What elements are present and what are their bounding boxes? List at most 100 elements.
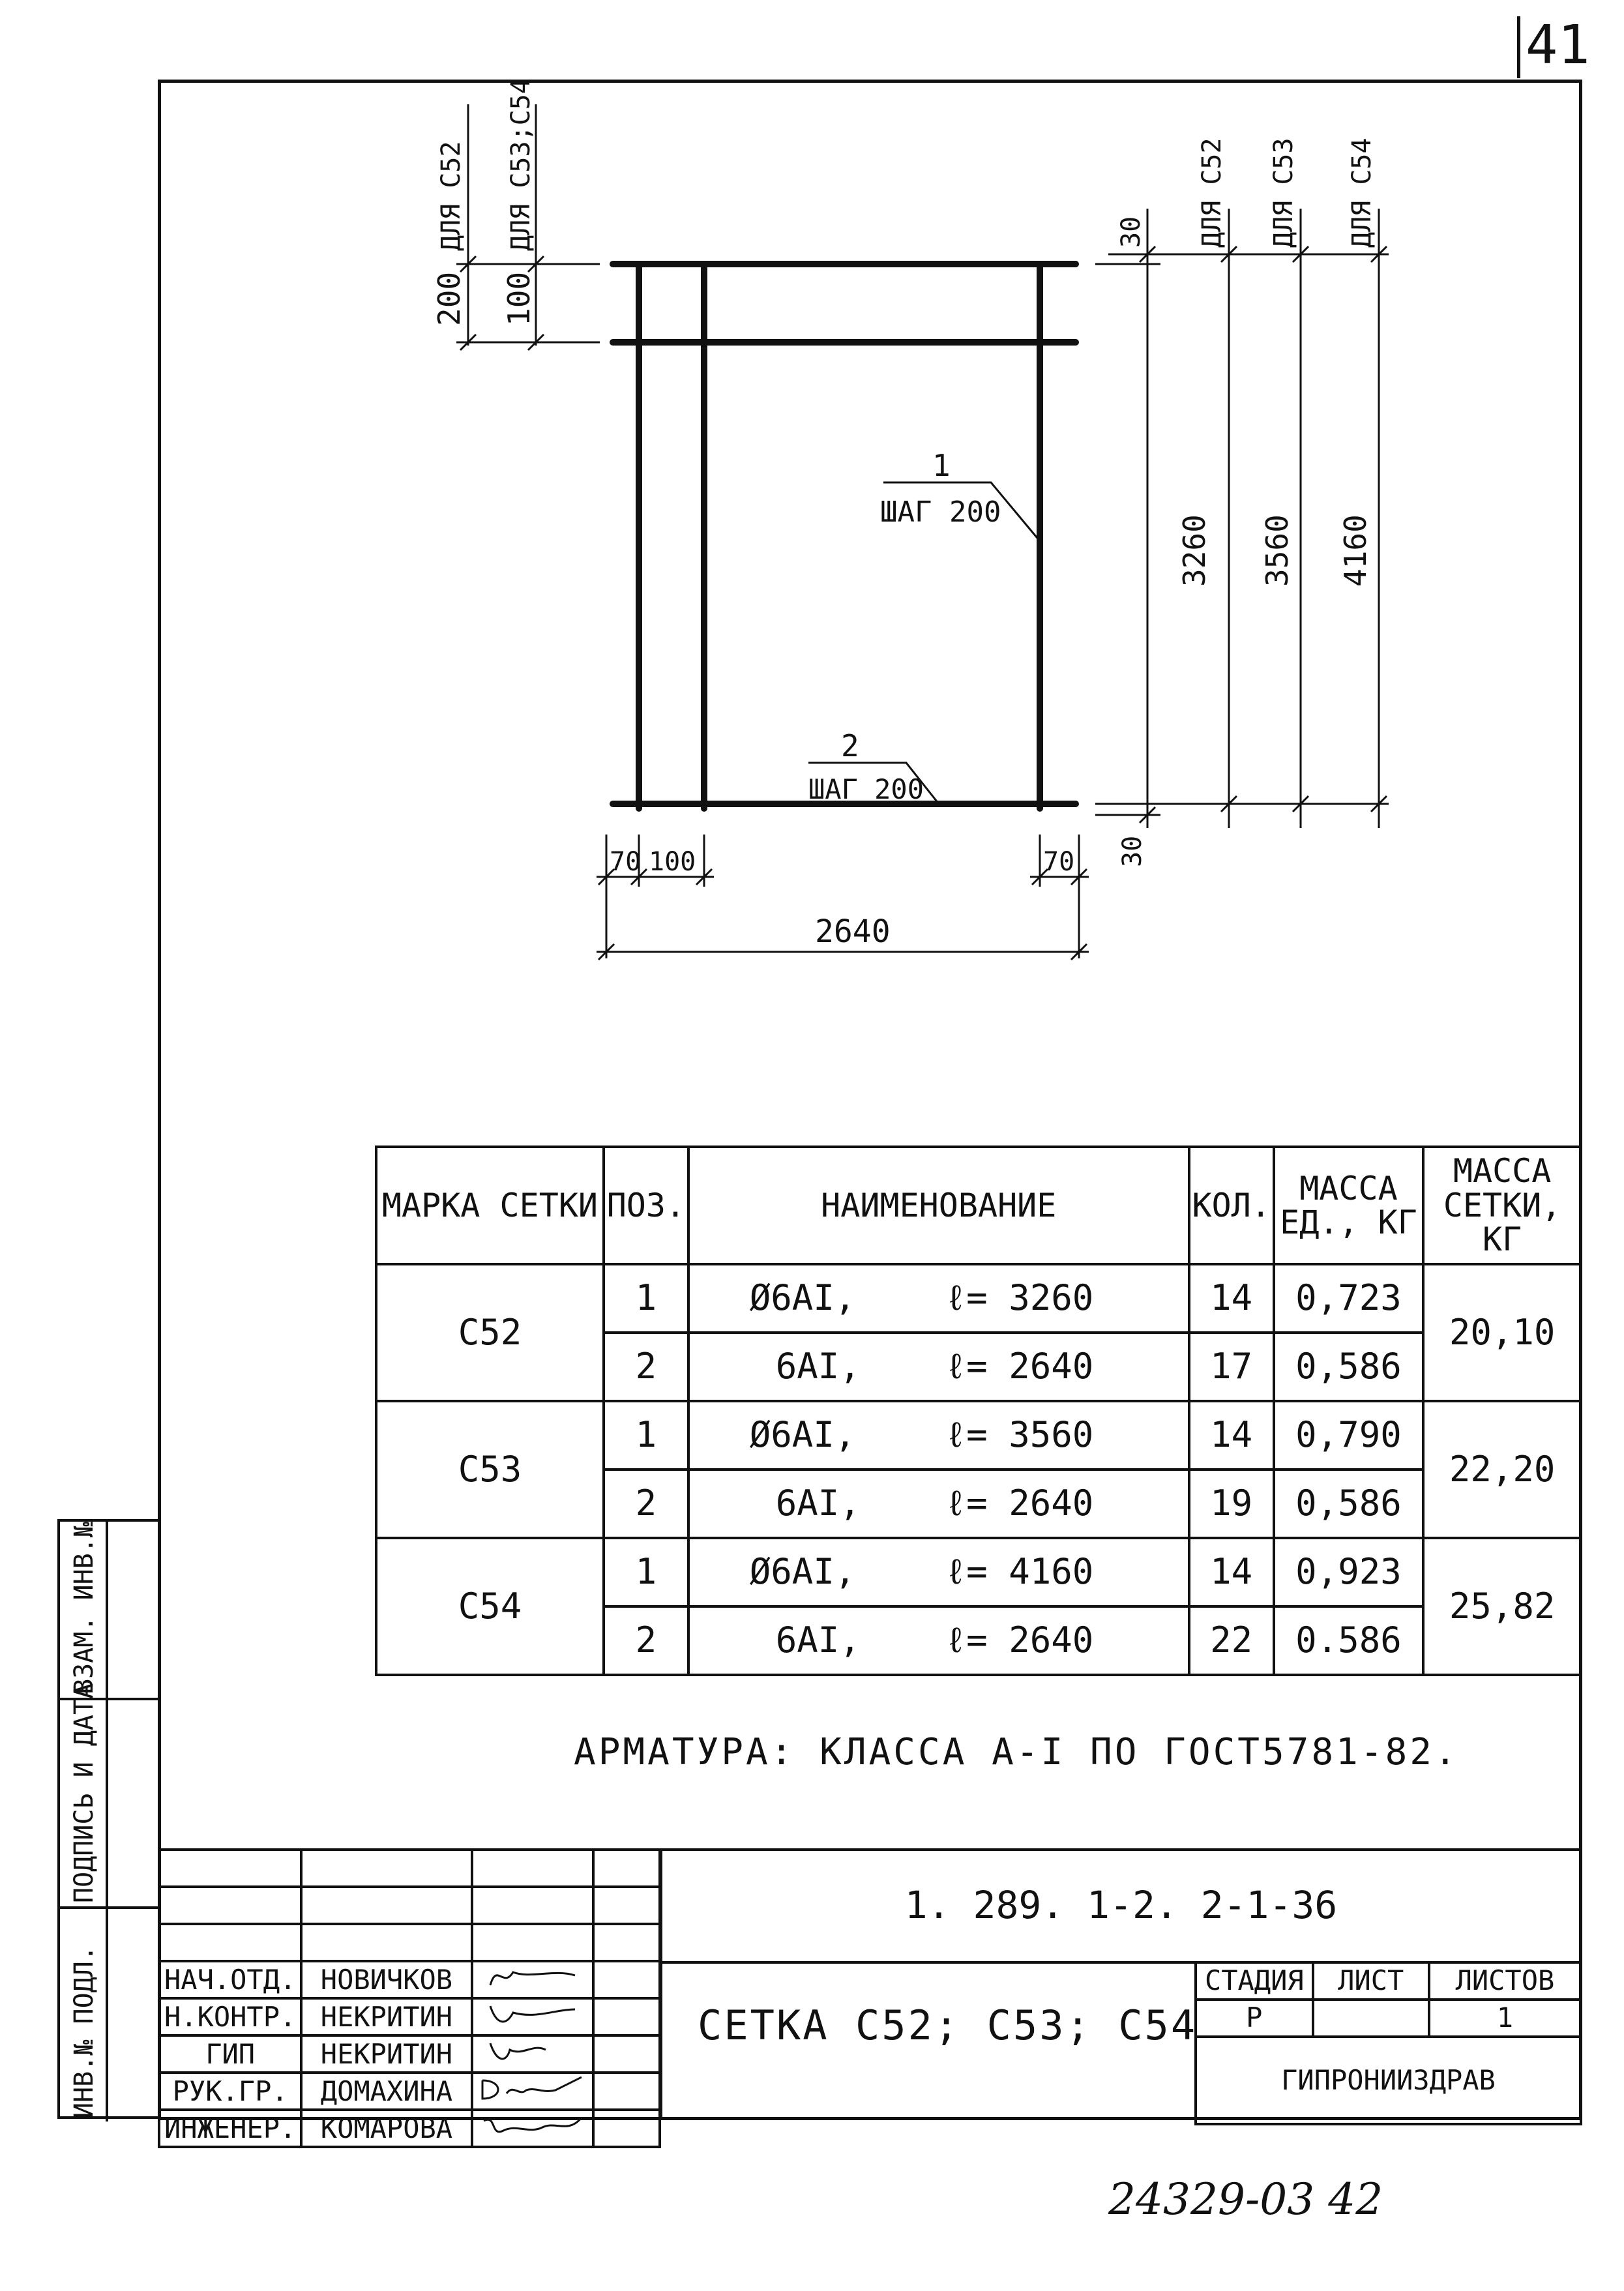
role-cell: Н.КОНТР. [157,1997,303,2037]
qty-cell: 22 [1187,1605,1275,1676]
signature-cell [470,2034,595,2075]
dim-70-right: 70 [1043,847,1074,877]
table-row: С54 1 Ø6AI,ℓ= 4160 14 0,923 25,82 [375,1537,1582,1676]
pos-cell: 2 [602,1605,690,1676]
sheets-value: 1 [1427,1998,1583,2038]
mass-cell: 0.586 [1272,1605,1425,1676]
mass-cell: 0,790 [1272,1400,1425,1471]
sheet-header: ЛИСТ [1311,1961,1430,2001]
sheet-number-divider [1517,16,1520,78]
name-cell: НЕКРИТИН [300,1997,473,2037]
drawing-frame [158,80,1582,2120]
bar-length: ℓ= 2640 [945,1483,1094,1524]
signature-mark [482,2117,582,2133]
dim-2640: 2640 [815,913,891,950]
dim-3260: 3260 [1177,514,1212,587]
drawing-code: 1. 289. 1-2. 2-1-36 [904,1883,1338,1927]
signature-mark [489,2005,575,2023]
header-pos: ПОЗ. [602,1146,690,1265]
bar-length: ℓ= 2640 [945,1346,1094,1387]
bar-spec: 6AI, [775,1619,861,1661]
title-block-top-line [158,1848,1582,1851]
archive-number: 24329-03 42 [1108,2174,1383,2224]
vlabel-c54: ДЛЯ С54 [1347,138,1377,248]
table-row: 2 6AI,ℓ= 2640 22 0.586 [376,1605,1581,1676]
header-name: НАИМЕНОВАНИЕ [687,1146,1190,1265]
role-cell: ГИП [157,2034,303,2075]
dim-100-bottom: 100 [649,847,696,877]
pos2-step: ШАГ 200 [808,773,924,805]
pos-cell: 1 [602,1263,690,1334]
dim-4160: 4160 [1338,514,1373,587]
sheet-title: СЕТКА С52; С53; С54 [698,2002,1198,2049]
mass-cell: 0,923 [1272,1537,1425,1608]
dim-70-left: 70 [610,847,641,877]
label-for-c53-c54-top: ДЛЯ С53;С54 [506,78,536,251]
total-mass-cell: 20,10 [1422,1263,1582,1402]
signature-cell [470,2108,595,2149]
side-stamp: ВЗАМ. ИНВ.№ ПОДПИСЬ И ДАТА ИНВ.№ ПОДЛ. [57,1519,160,2121]
name-cell: 6AI, ℓ= 2640 [687,1468,1190,1539]
name-cell: НЕКРИТИН [300,2034,473,2075]
stamp-vertical-divider [660,1848,662,2120]
stage-value: Р [1194,1998,1314,2038]
name-cell: 6AI,ℓ= 2640 [687,1331,1190,1402]
mark-cell: С54 [375,1537,605,1676]
qty-cell: 17 [1187,1331,1275,1402]
bar-length: ℓ= 3260 [945,1277,1094,1319]
header-qty: КОЛ. [1187,1146,1275,1265]
pos-cell: 2 [602,1468,690,1539]
dim-100-top: 100 [501,272,537,326]
signature-row: Н.КОНТР.НЕКРИТИН [157,1997,662,2037]
role-cell: ИНЖЕНЕР. [157,2108,303,2149]
mark-cell: С53 [375,1400,605,1539]
bar-spec: Ø6AI, [749,1277,856,1319]
sheets-header: ЛИСТОВ [1427,1961,1583,2001]
signature-cell [470,1959,595,2000]
code-divider [660,1961,1582,1964]
bar-spec: Ø6AI, [749,1551,856,1593]
specification-table: МАРКА СЕТКИ ПОЗ. НАИМЕНОВАНИЕ КОЛ. МАССА… [375,1146,1582,1676]
role-cell: НАЧ.ОТД. [157,1959,303,2000]
mesh-drawing: 200 100 ДЛЯ С52 ДЛЯ С53;С54 30 ДЛЯ С52 Д… [432,78,1389,961]
organization-name: ГИПРОНИИЗДРАВ [1194,2035,1582,2125]
table-row: 2 6AI,ℓ= 2640 17 0,586 [376,1331,1581,1402]
qty-cell: 14 [1187,1537,1275,1608]
pos2-number: 2 [841,728,859,763]
signature-row: НАЧ.ОТД.НОВИЧКОВ [157,1959,662,2000]
code-cell: 1. 289. 1-2. 2-1-36 [660,1848,1582,1962]
pos-cell: 2 [602,1331,690,1402]
bar-length: ℓ= 3560 [945,1414,1094,1456]
name-cell: Ø6AI,ℓ= 4160 [687,1537,1190,1608]
mass-cell: 0,586 [1272,1468,1425,1539]
pos1-number: 1 [932,448,951,483]
signature-row: РУК.ГР.ДОМАХИНА [157,2071,662,2112]
name-cell: Ø6AI, ℓ= 3260 [687,1263,1190,1334]
signature-row: ИНЖЕНЕР.КОМАРОВА [157,2108,662,2149]
vlabel-c53: ДЛЯ С53 [1269,138,1299,248]
pos-cell: 1 [602,1400,690,1471]
role-cell: РУК.ГР. [157,2071,303,2112]
bar-spec: 6AI, [775,1483,861,1524]
side-label-inv-podl: ИНВ.№ ПОДЛ. [69,1945,99,2118]
name-cell: Ø6AI, ℓ= 3560 [687,1400,1190,1471]
pos-cell: 1 [602,1537,690,1608]
sheet-number: 41 [1526,14,1590,76]
dim-30-bottom: 30 [1117,836,1147,867]
qty-cell: 19 [1187,1468,1275,1539]
total-mass-cell: 22,20 [1422,1400,1582,1539]
dim-3560: 3560 [1260,514,1295,587]
sheet-value [1311,1998,1430,2038]
signature-mark [489,2043,546,2060]
mass-cell: 0,586 [1272,1331,1425,1402]
name-cell: КОМАРОВА [300,2108,473,2149]
side-label-vzam: ВЗАМ. ИНВ.№ [69,1522,99,1694]
signature-cell [470,2071,595,2112]
header-unit-mass: МАССА ЕД., КГ [1272,1146,1425,1265]
stage-header: СТАДИЯ [1194,1961,1314,2001]
signature-mark [481,2076,582,2100]
bar-spec: Ø6AI, [749,1414,856,1456]
